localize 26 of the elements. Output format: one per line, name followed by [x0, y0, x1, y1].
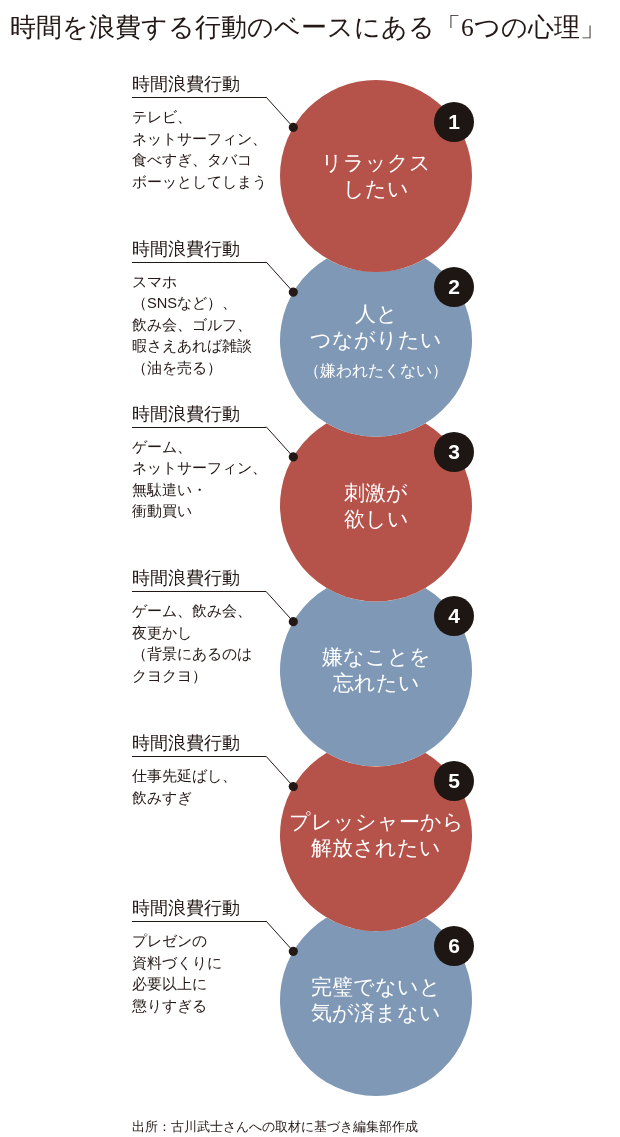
list-text: ゲーム、飲み会、夜更かし（背景にあるのはクヨクヨ）	[132, 602, 253, 686]
list-heading: 時間浪費行動	[132, 73, 240, 95]
list-text: テレビ、ネットサーフィン、食べすぎ、タバコボーッとしてしまう	[132, 108, 266, 192]
list-heading: 時間浪費行動	[132, 732, 240, 755]
leader-line	[265, 426, 298, 462]
leader-line	[265, 920, 298, 956]
list-heading: 時間浪費行動	[132, 237, 240, 260]
leader-line	[265, 590, 298, 627]
list-text: ゲーム、ネットサーフィン、無駄遣い・衝動買い	[132, 437, 266, 522]
leader-line	[265, 755, 298, 792]
circle-label: 完璧でないと気が済まない	[311, 974, 441, 1026]
circle-label: 刺激が欲しい	[343, 479, 409, 532]
circle-sublabel: （嫌われたくない）	[304, 360, 448, 381]
circle-label: リラックスしたい	[321, 150, 431, 202]
leader-line	[265, 96, 298, 132]
list-text: プレゼンの資料づくりに必要以上に懲りすぎる	[132, 932, 223, 1016]
list-heading: 時間浪費行動	[132, 897, 240, 919]
list-text: スマホ（SNSなど）、飲み会、ゴルフ、暇さえあれば雑談（油を売る）	[132, 272, 253, 378]
leader-line	[265, 261, 298, 297]
circle-label: 嫌なことを忘れたい	[321, 644, 431, 697]
circle-label: プレッシャーから解放されたい	[288, 809, 464, 862]
list-heading: 時間浪費行動	[132, 567, 240, 590]
source-note: 出所：古川武士さんへの取材に基づき編集部作成	[132, 1119, 418, 1135]
title: 時間を浪費する行動のベースにある「6つの心理」	[10, 13, 606, 43]
list-text: 仕事先延ばし、飲みすぎ	[132, 767, 238, 808]
list-heading: 時間浪費行動	[132, 402, 240, 425]
